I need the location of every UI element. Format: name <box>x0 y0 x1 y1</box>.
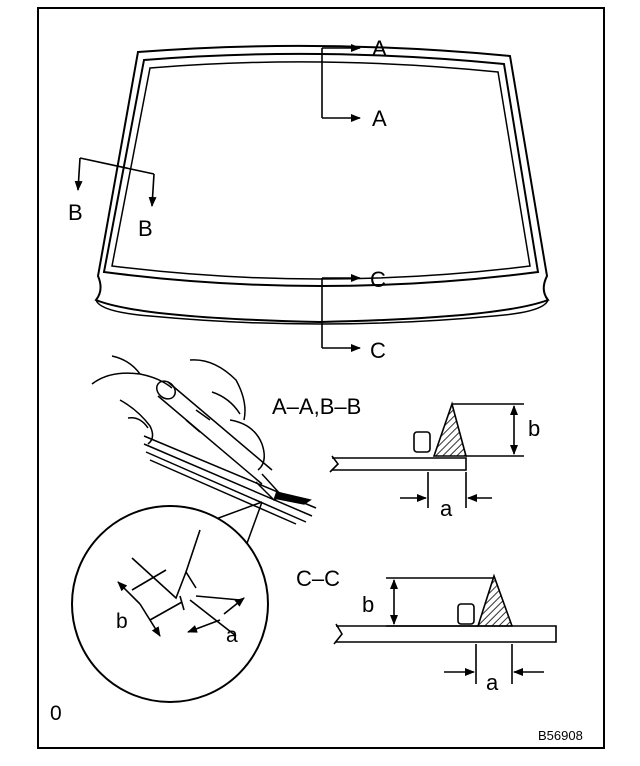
magnified-dim-a: a <box>226 624 238 647</box>
magnified-bead-profile <box>117 529 245 637</box>
section-label-c-bottom: C <box>370 338 386 363</box>
magnified-dim-b: b <box>116 610 128 633</box>
adhesive-gun-illustration <box>91 355 317 525</box>
section-cut-a <box>321 44 361 122</box>
dim-a-ab: a <box>440 496 453 521</box>
cross-section-ab <box>329 401 524 508</box>
corner-mark: 0 <box>50 702 62 725</box>
dim-b-ab: b <box>528 416 540 441</box>
section-label-a-top: A <box>372 36 387 61</box>
dim-a-cc: a <box>486 670 499 695</box>
figure-border <box>37 7 605 749</box>
view-title-ab: A–A,B–B <box>272 394 361 419</box>
section-cut-c <box>321 274 361 352</box>
cross-section-cc <box>333 573 557 684</box>
section-cut-b <box>74 157 157 207</box>
dim-b-cc: b <box>362 592 374 617</box>
view-title-cc: C–C <box>296 566 340 591</box>
figure-code: B56908 <box>538 728 583 743</box>
section-label-a-bottom: A <box>372 106 387 131</box>
section-label-b-left: B <box>68 200 83 225</box>
section-label-c-top: C <box>370 267 386 292</box>
magnified-detail-circle <box>71 505 269 703</box>
windshield-outline <box>94 44 550 325</box>
section-label-b-right: B <box>138 216 153 241</box>
